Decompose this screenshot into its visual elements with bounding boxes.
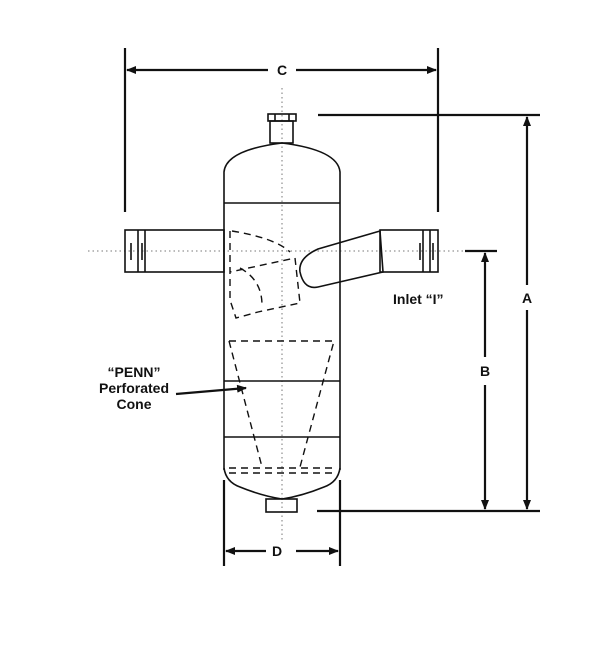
- dimension-d-label: D: [272, 543, 282, 559]
- dimension-a-label: A: [522, 290, 532, 306]
- dimension-c-label: C: [277, 62, 287, 78]
- bottom-nipple: [265, 498, 298, 513]
- dimension-c: C: [123, 48, 440, 212]
- dimension-b: B: [465, 249, 497, 510]
- cone-leader-arrow: [175, 384, 247, 396]
- dimension-d: D: [222, 480, 342, 566]
- cone-label-line3: Cone: [117, 396, 152, 412]
- dimension-b-label: B: [480, 363, 490, 379]
- outlet-nozzle-left: [124, 229, 225, 273]
- inlet-nozzle-right: [299, 229, 439, 289]
- internal-baffle: [229, 230, 301, 319]
- inlet-label: Inlet “I”: [393, 291, 444, 307]
- vessel-shell: [223, 142, 341, 513]
- perforated-cone: [228, 340, 335, 468]
- cone-label-line2: Perforated: [99, 380, 169, 396]
- cone-label-line1: “PENN”: [108, 364, 161, 380]
- cone-base-plate: [229, 467, 336, 474]
- dimension-a: A: [317, 113, 540, 513]
